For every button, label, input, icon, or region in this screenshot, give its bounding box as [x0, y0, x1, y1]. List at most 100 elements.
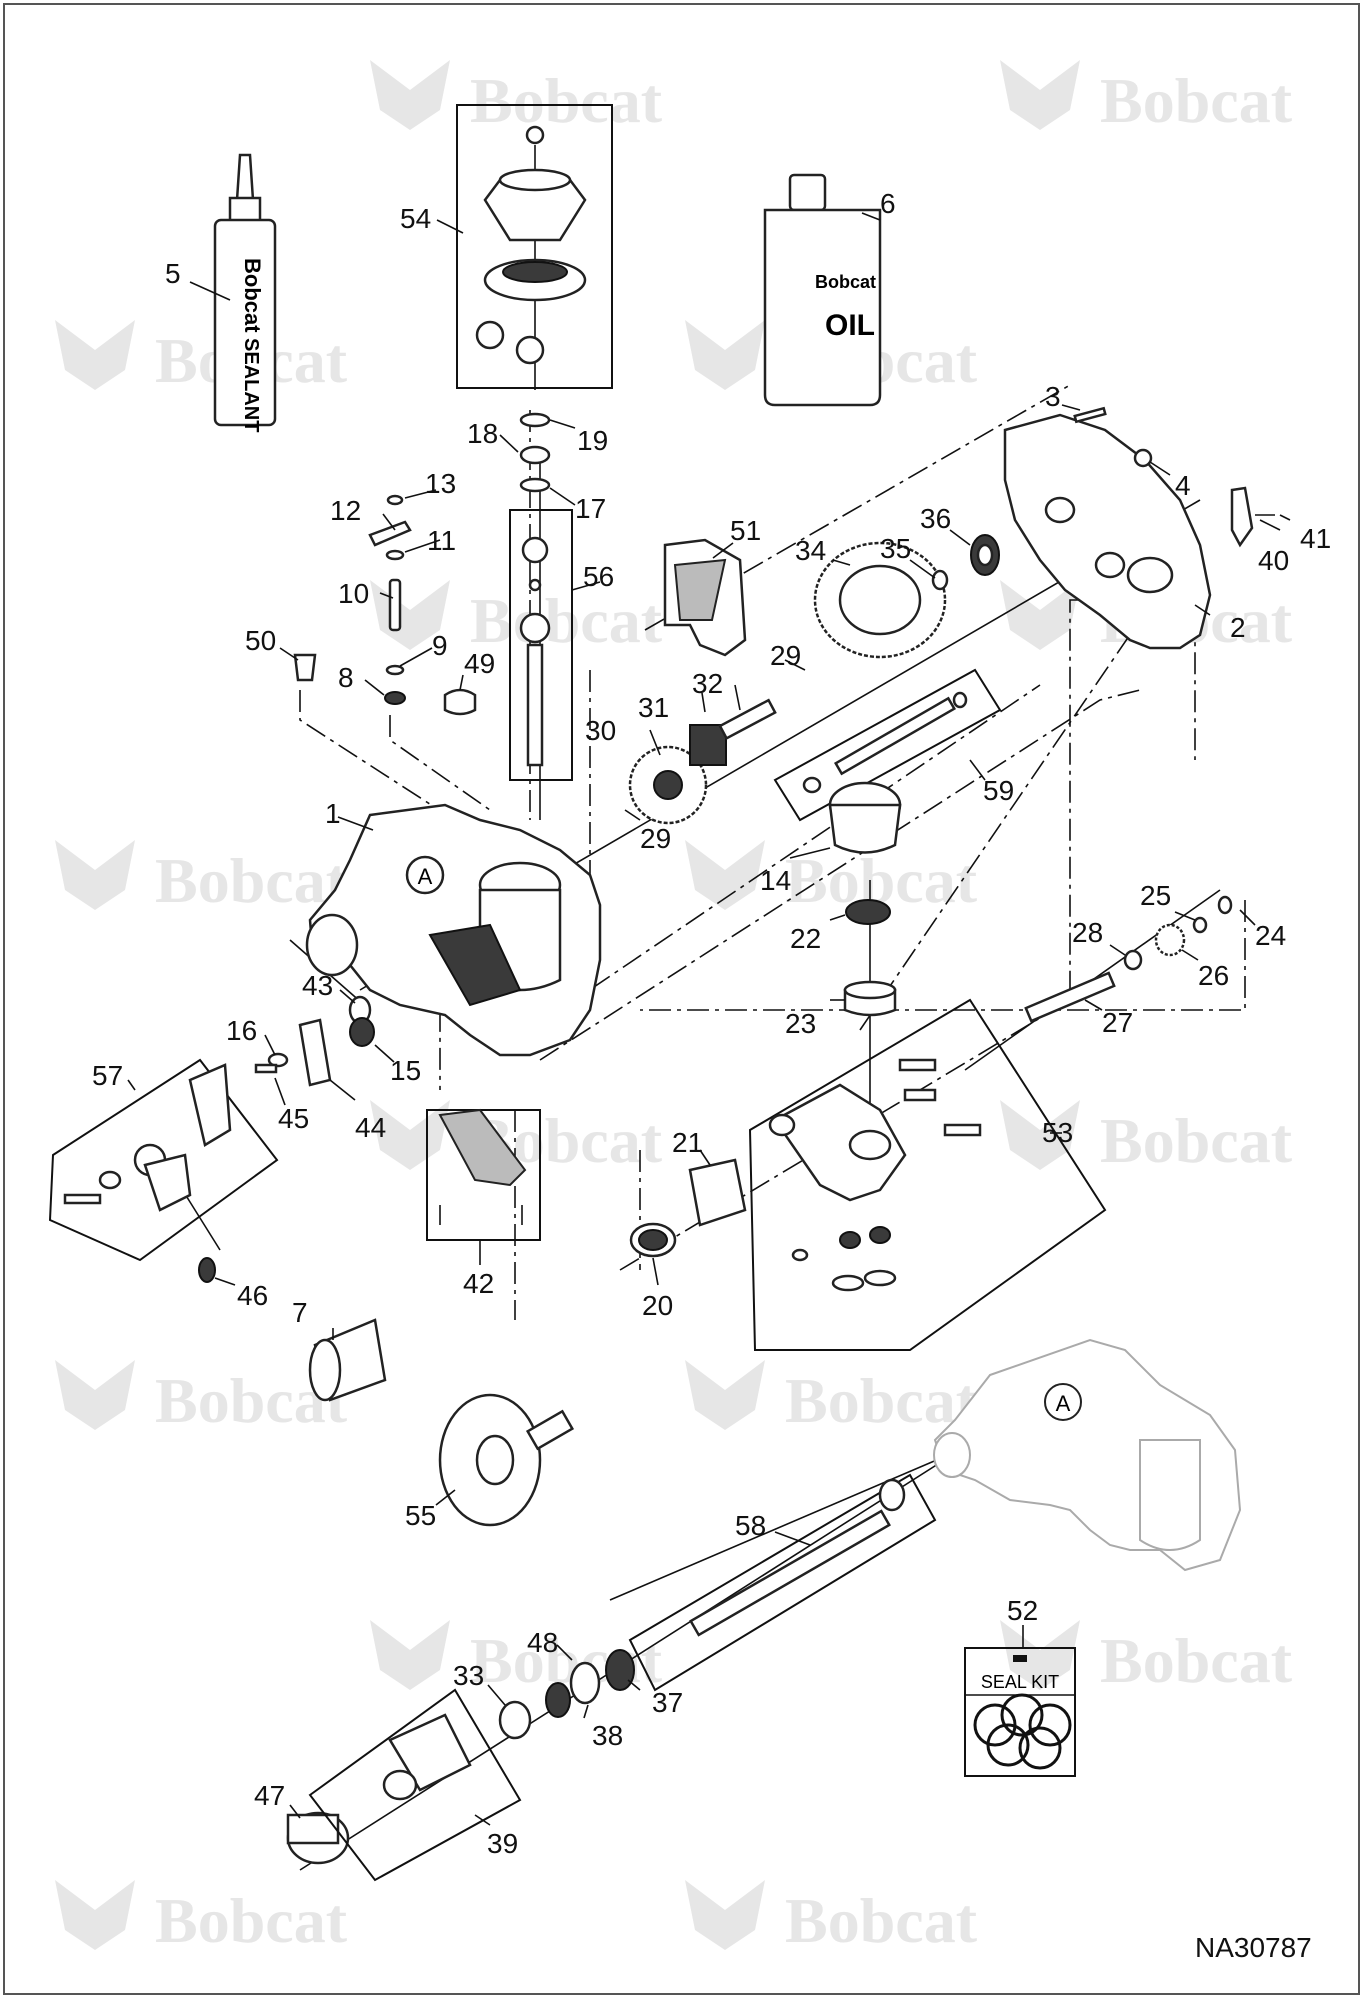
callout-13: 13 — [425, 468, 456, 499]
callout-32: 32 — [692, 668, 723, 699]
callout-52: 52 — [1007, 1595, 1038, 1626]
watermark-text: Bobcat — [1100, 65, 1293, 136]
callout-45: 45 — [278, 1103, 309, 1134]
filter-flange-cap — [286, 1318, 575, 1865]
callout-41: 41 — [1300, 523, 1331, 554]
seal-kit: SEAL KIT — [964, 1647, 1076, 1777]
watermark-12: Bobcat — [685, 1360, 978, 1436]
callout-57: 57 — [92, 1060, 123, 1091]
callout-30: 30 — [585, 715, 616, 746]
callout-35: 35 — [880, 533, 911, 564]
bracket-box — [426, 1108, 541, 1241]
axle-assembly — [308, 1473, 937, 1882]
shaft-kit — [509, 509, 573, 781]
gears — [628, 534, 1000, 825]
sealant-brand: Bobcat — [240, 258, 265, 333]
watermark-3: Bobcat — [55, 320, 348, 396]
callout-40: 40 — [1258, 545, 1289, 576]
callout-3: 3 — [1045, 381, 1061, 412]
brake-assembly-box — [48, 1058, 279, 1283]
callout-16: 16 — [226, 1015, 257, 1046]
callout-34: 34 — [795, 535, 826, 566]
sealant-label: SEALANT — [240, 338, 262, 432]
callout-42: 42 — [463, 1268, 494, 1299]
callout-6: 6 — [880, 188, 896, 219]
pump-parts — [629, 1158, 747, 1258]
callout-21: 21 — [672, 1127, 703, 1158]
callout-56: 56 — [583, 561, 614, 592]
callout-43: 43 — [302, 970, 333, 1001]
callout-27: 27 — [1102, 1007, 1133, 1038]
diagram-frame — [3, 3, 1360, 1995]
seal-kit-label: SEAL KIT — [981, 1672, 1059, 1692]
callout-31: 31 — [638, 692, 669, 723]
callout-18: 18 — [467, 418, 498, 449]
callout-1: 1 — [325, 798, 341, 829]
callout-10: 10 — [338, 578, 369, 609]
watermark-text: Bobcat — [785, 1885, 978, 1956]
callout-50: 50 — [245, 625, 276, 656]
callout-55: 55 — [405, 1500, 436, 1531]
callout-9: 9 — [432, 630, 448, 661]
callout-48: 48 — [527, 1627, 558, 1658]
watermark-1: Bobcat — [370, 60, 663, 136]
callout-33: 33 — [453, 1660, 484, 1691]
center-section-box — [748, 998, 1107, 1351]
watermark-14: Bobcat — [1000, 1620, 1293, 1696]
sealant-tube: Bobcat SEALANT — [213, 153, 277, 432]
callout-2: 2 — [1230, 612, 1246, 643]
callout-44: 44 — [355, 1112, 386, 1143]
watermark-text: Bobcat — [155, 1885, 348, 1956]
callout-29-lower: 29 — [640, 823, 671, 854]
oil-brand: Bobcat — [815, 272, 876, 292]
watermark-10: Bobcat — [1000, 1100, 1293, 1176]
cover — [663, 538, 747, 657]
callout-17: 17 — [575, 493, 606, 524]
callout-29-upper: 29 — [770, 640, 801, 671]
shaft-kit-59 — [773, 668, 1002, 822]
callout-22: 22 — [790, 923, 821, 954]
watermark-5: Bobcat — [370, 580, 663, 656]
upper-hardware — [293, 412, 551, 716]
callout-15: 15 — [390, 1055, 421, 1086]
callout-8: 8 — [338, 662, 354, 693]
callout-12: 12 — [330, 495, 361, 526]
callout-47: 47 — [254, 1780, 285, 1811]
fan-kit — [456, 104, 613, 390]
drawing-code: NA30787 — [1195, 1932, 1312, 1963]
callout-26: 26 — [1198, 960, 1229, 991]
callout-49: 49 — [464, 648, 495, 679]
cover-plate — [1003, 406, 1275, 650]
callouts: 5 6 54 3 4 2 40 41 18 19 17 56 13 12 11 … — [92, 188, 1331, 1859]
callout-53: 53 — [1042, 1117, 1073, 1148]
watermark-11: Bobcat — [55, 1360, 348, 1436]
callout-28: 28 — [1072, 917, 1103, 948]
watermark-2: Bobcat — [1000, 60, 1293, 136]
watermark-7: Bobcat — [55, 840, 348, 916]
left-hardware — [254, 995, 375, 1087]
ref-marker-a: A — [418, 864, 433, 889]
callout-7: 7 — [292, 1297, 308, 1328]
watermark-8: Bobcat — [685, 840, 978, 916]
callout-24: 24 — [1255, 920, 1286, 951]
callout-58: 58 — [735, 1510, 766, 1541]
watermark-text: Bobcat — [1100, 1105, 1293, 1176]
callout-59: 59 — [983, 775, 1014, 806]
watermark-text: Bobcat — [155, 845, 348, 916]
callout-54: 54 — [400, 203, 431, 234]
leader-lines — [127, 212, 1291, 1826]
gear-housing — [828, 781, 1233, 1023]
callout-37: 37 — [652, 1687, 683, 1718]
callout-38: 38 — [592, 1720, 623, 1751]
callout-51: 51 — [730, 515, 761, 546]
transaxle-housing: A — [305, 803, 602, 1057]
watermark-text: Bobcat — [1100, 1625, 1293, 1696]
callout-20: 20 — [642, 1290, 673, 1321]
oil-label: OIL — [825, 309, 875, 342]
callout-14: 14 — [760, 865, 791, 896]
watermark-text: Bobcat — [785, 1365, 978, 1436]
callout-36: 36 — [920, 503, 951, 534]
watermark-16: Bobcat — [685, 1880, 978, 1956]
callout-25: 25 — [1140, 880, 1171, 911]
